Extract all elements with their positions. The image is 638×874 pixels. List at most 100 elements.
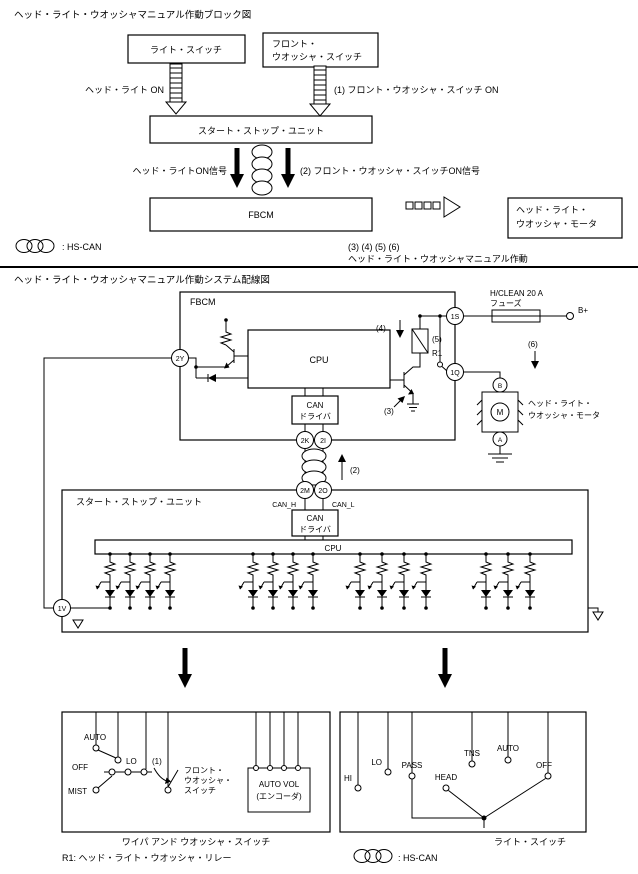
battery-terminal bbox=[566, 312, 574, 320]
wiper-switch-caption: ワイパ アンド ウオッシャ・スイッチ bbox=[122, 837, 270, 847]
ref2-arrowhead bbox=[338, 454, 346, 462]
washer-signal-label: (2) フロント・ウオッシャ・スイッチON信号 bbox=[300, 165, 480, 176]
wiper-off-label: OFF bbox=[72, 763, 88, 772]
unit-can-driver-box bbox=[291, 509, 339, 537]
pixel-arrow-icon bbox=[405, 196, 461, 218]
auto-vol-label-1: AUTO VOL bbox=[259, 780, 300, 789]
wiper-fw-label-3: スイッチ bbox=[184, 786, 216, 795]
offpage-triangle-icon bbox=[72, 619, 84, 629]
light-hi-label: HI bbox=[344, 774, 352, 783]
head-light-on-label: ヘッド・ライト ON bbox=[85, 85, 164, 95]
washer-motor-label-1: ヘッド・ライト・ bbox=[516, 205, 588, 215]
connector-1s: 1S bbox=[451, 314, 460, 321]
manual-operation-label: ヘッド・ライト・ウオッシャマニュアル作動 bbox=[348, 253, 528, 264]
wiper-mist-label: MIST bbox=[68, 787, 87, 796]
washer-motor-box bbox=[507, 197, 623, 239]
light-auto-label: AUTO bbox=[497, 744, 519, 753]
unit-cpu-label: CPU bbox=[325, 544, 342, 553]
steps-label: (3) (4) (5) (6) bbox=[348, 242, 400, 252]
front-washer-switch-label-2: ウオッシャ・スイッチ bbox=[272, 52, 362, 62]
ref4-label: (4) bbox=[376, 324, 386, 333]
hs-can-symbol-icon bbox=[15, 239, 55, 253]
ref6-label: (6) bbox=[528, 340, 538, 349]
unit-can-driver-label-1: CAN bbox=[307, 514, 324, 523]
fbcm-module-label: FBCM bbox=[190, 297, 216, 307]
start-stop-unit-box bbox=[149, 115, 373, 144]
relay-label: R1 bbox=[432, 349, 443, 358]
fbcm-cpu-box bbox=[247, 329, 391, 389]
motor-label-2: ウオッシャ・モータ bbox=[528, 411, 600, 420]
light-lo-label: LO bbox=[371, 758, 382, 767]
block-diagram-title: ヘッド・ライト・ウオッシャマニュアル作動ブロック図 bbox=[14, 9, 251, 21]
hatched-arrow-icon bbox=[165, 63, 187, 115]
front-washer-switch-box bbox=[262, 32, 379, 68]
fuse-label-2: フューズ bbox=[490, 298, 522, 308]
hl-signal-label: ヘッド・ライトON信号 bbox=[132, 165, 227, 176]
block-diagram: ヘッド・ライト・ウオッシャマニュアル作動ブロック図 ライト・スイッチ フロント・… bbox=[14, 9, 623, 264]
wire-2y-1v bbox=[43, 357, 172, 609]
wiper-ref1-label: (1) bbox=[152, 757, 162, 766]
can-l-label: CAN_L bbox=[332, 502, 355, 509]
light-switch-caption: ライト・スイッチ bbox=[494, 837, 566, 847]
fbcm-can-driver-label-1: CAN bbox=[307, 401, 324, 410]
footnote-r1: R1: ヘッド・ライト・ウオッシャ・リレー bbox=[62, 853, 232, 863]
connector-2k: 2K bbox=[301, 438, 310, 445]
down-arrow-icon bbox=[438, 648, 452, 688]
fbcm-label: FBCM bbox=[248, 210, 274, 220]
light-off-label: OFF bbox=[536, 761, 552, 770]
wiper-washer-switch: AUTO OFF MIST LO (1) フロント・ ウオッシャ・ スイッチ A… bbox=[61, 711, 331, 847]
front-washer-switch-label-1: フロント・ bbox=[272, 39, 317, 49]
connector-2m: 2M bbox=[300, 488, 310, 495]
washer-motor-label-2: ウオッシャ・モータ bbox=[516, 219, 597, 229]
can-h-label: CAN_H bbox=[272, 502, 296, 509]
fbcm-output-circuit bbox=[188, 318, 248, 382]
battery-label: B+ bbox=[578, 306, 588, 315]
down-arrow-icon bbox=[230, 148, 244, 188]
fbcm-cpu-label: CPU bbox=[309, 355, 328, 365]
wiper-fw-label-1: フロント・ bbox=[184, 766, 224, 775]
washer-on-label: (1) フロント・ウオッシャ・スイッチ ON bbox=[334, 85, 499, 95]
unit-connectors: 2M 2O 1V bbox=[53, 481, 332, 617]
light-switch: HI LO PASS HEAD TNS AUTO OFF ライト・スイッチ bbox=[339, 711, 587, 847]
down-arrow-icon bbox=[281, 148, 295, 188]
connector-2i: 2I bbox=[320, 438, 326, 445]
ground-icon bbox=[488, 446, 512, 463]
light-head-label: HEAD bbox=[435, 773, 457, 782]
motor-m: M bbox=[497, 408, 504, 417]
ref3-arrow bbox=[393, 399, 402, 408]
unit-can-driver-label-2: ドライバ bbox=[299, 525, 331, 534]
ref6-arrowhead bbox=[531, 361, 539, 369]
fbcm-box bbox=[149, 197, 373, 232]
unit-cpu-bar bbox=[94, 539, 573, 555]
connector-1v: 1V bbox=[58, 606, 67, 613]
hs-can-symbol-icon bbox=[353, 849, 393, 863]
wire-1q-motor bbox=[463, 371, 501, 378]
fbcm-relay-circuit: (4) (5) R1 (3) bbox=[376, 314, 448, 416]
hs-can-legend: : HS-CAN bbox=[62, 242, 102, 252]
light-switch-box bbox=[127, 34, 246, 64]
ref5-label: (5) bbox=[432, 335, 442, 344]
wiring-diagram: ヘッド・ライト・ウオッシャマニュアル作動システム配線図 FBCM CPU bbox=[14, 274, 604, 863]
hs-can-legend-2: : HS-CAN bbox=[398, 853, 438, 863]
ref3-label: (3) bbox=[384, 407, 394, 416]
can-driver-wires bbox=[304, 388, 324, 432]
motor-label-1: ヘッド・ライト・ bbox=[528, 399, 592, 408]
unit-can-wires bbox=[304, 498, 324, 540]
offpage-triangle-icon bbox=[592, 611, 604, 621]
hatched-arrow-icon bbox=[309, 65, 331, 117]
auto-vol-box bbox=[247, 767, 311, 813]
light-switch-label: ライト・スイッチ bbox=[150, 45, 222, 55]
washer-motor-symbol: B M A ヘッド・ライト・ ウオッシャ・モータ bbox=[476, 377, 600, 463]
light-pass-label: PASS bbox=[402, 761, 423, 770]
fbcm-connectors: 2Y 1S 1Q 2K 2I bbox=[171, 307, 464, 449]
light-tns-label: TNS bbox=[464, 749, 480, 758]
wire-offpage-right bbox=[588, 607, 599, 612]
start-stop-unit-label: スタート・ストップ・ユニット bbox=[198, 126, 324, 136]
motor-terminal-a: A bbox=[498, 437, 503, 444]
down-arrow-icon bbox=[178, 648, 192, 688]
wiring-diagram-title: ヘッド・ライト・ウオッシャマニュアル作動システム配線図 bbox=[14, 274, 270, 286]
connector-2y: 2Y bbox=[176, 356, 185, 363]
light-switch-box bbox=[339, 711, 587, 833]
